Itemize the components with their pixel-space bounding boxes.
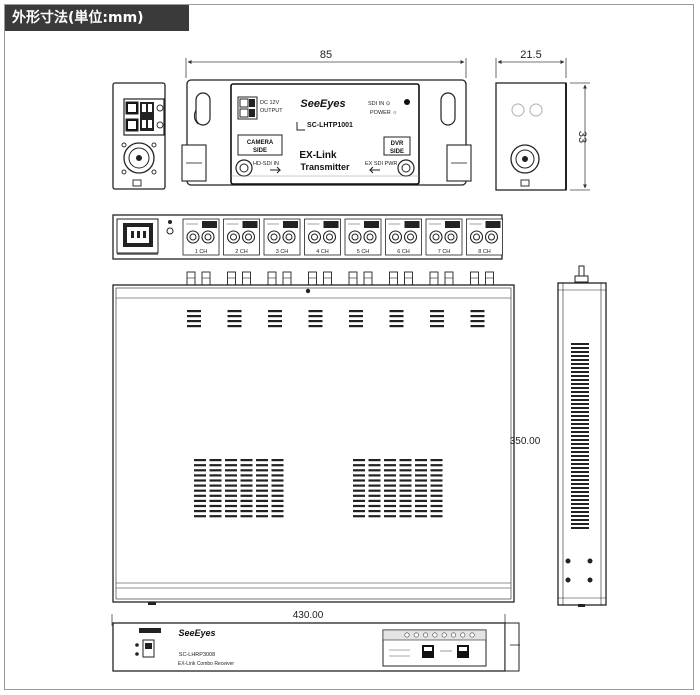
rear-channel-label: 4 CH: [316, 249, 329, 255]
front-led-icon: [441, 632, 447, 638]
tx-top-view: 85 DC 12V OUTPUT SeeEyes SC-LHTP1001 SDI…: [181, 49, 472, 186]
svg-text:CAMERA: CAMERA: [247, 140, 274, 146]
top-bnc-icon: [201, 271, 211, 286]
top-bnc-icon: [389, 271, 398, 286]
top-bnc-icon: [186, 271, 196, 286]
front-led-group: [404, 632, 475, 638]
rear-channel-label: 6 CH: [397, 249, 410, 255]
dc-label: DC 12V: [260, 100, 280, 106]
bnc-in-icon: [235, 159, 253, 177]
rear-bnc-icon: [363, 230, 377, 244]
top-vent-grid: [194, 459, 443, 518]
rear-bnc-icon: [186, 230, 200, 244]
rear-channel-label: 7 CH: [438, 249, 451, 255]
top-bnc-icon: [323, 271, 332, 286]
bnc-out-icon: [397, 159, 415, 177]
top-bnc-icon: [242, 271, 251, 286]
top-bnc-icon: [227, 271, 236, 286]
rear-channel-5: 5 CH: [344, 218, 382, 256]
rear-channel-label: 5 CH: [357, 249, 370, 255]
rack-side-view: [557, 265, 607, 607]
tx-end-view: [112, 82, 166, 190]
dim-tx-depth: 21.5: [520, 49, 541, 61]
side-vent-rows: [571, 343, 589, 529]
ground-screw-icon: [166, 227, 174, 235]
rear-channel-1: 1 CH: [182, 218, 220, 256]
front-led-icon: [413, 632, 419, 638]
front-led-icon: [469, 632, 475, 638]
rear-bnc-icon: [484, 230, 499, 244]
rear-bnc-icon: [201, 230, 215, 244]
front-port-a-icon: [422, 645, 434, 658]
top-bnc-icon: [308, 271, 317, 286]
output-label: OUTPUT: [260, 108, 283, 114]
top-bnc-icon: [404, 271, 413, 286]
front-port-b-icon: [457, 645, 469, 658]
top-bnc-icon: [282, 271, 292, 286]
svg-text:SIDE: SIDE: [253, 148, 267, 154]
rear-channel-label: 2 CH: [235, 249, 248, 255]
top-bnc-icon: [470, 271, 479, 286]
tx-name-line1: EX-Link: [299, 150, 337, 161]
svg-text:SIDE: SIDE: [390, 149, 404, 155]
front-subtitle: EX-Link Combo Receiver: [178, 661, 234, 667]
dim-tx-height: 33: [576, 131, 588, 143]
rear-bnc-icon: [226, 230, 241, 244]
top-bnc-icon: [267, 271, 277, 286]
rear-bnc-icon: [388, 230, 403, 244]
rear-channel-label: 8 CH: [478, 249, 491, 255]
rear-channel-3: 3 CH: [263, 218, 301, 256]
front-model: SC-LHRP3008: [179, 652, 215, 658]
rear-channel-label: 1 CH: [195, 249, 208, 255]
rear-bnc-icon: [403, 230, 418, 244]
dim-rack-depth: 350.00: [510, 436, 541, 447]
front-led-icon: [450, 632, 456, 638]
rear-bnc-icon: [444, 230, 458, 244]
rear-bnc-icon: [429, 230, 443, 244]
dim-rack-width: 430.00: [293, 610, 324, 621]
rear-bnc-icon: [267, 230, 281, 244]
tx-model: SC-LHTP1001: [307, 122, 353, 129]
rear-bnc-icon: [307, 230, 322, 244]
rear-channel-6: 6 CH: [385, 218, 422, 256]
tx-brand: SeeEyes: [300, 98, 345, 110]
front-led-icon: [460, 632, 466, 638]
rear-channel-label: 3 CH: [276, 249, 289, 255]
ex-sdi-pwr-label: EX SDI PWR: [365, 161, 397, 167]
dim-tx-width: 85: [320, 49, 332, 61]
top-bnc-icon: [348, 271, 358, 286]
top-bnc-icon: [363, 271, 373, 286]
tx-side-view: 21.5 33: [495, 49, 590, 191]
rear-channel-8: 8 CH: [466, 218, 503, 256]
rear-bnc-icon: [348, 230, 362, 244]
power-label: POWER ☼: [370, 110, 397, 116]
rear-bnc-icon: [469, 230, 484, 244]
rear-bnc-icon: [282, 230, 296, 244]
top-bnc-icon: [429, 271, 439, 286]
title-bar: 外形寸法(単位:mm): [5, 5, 189, 31]
hd-sdi-in-label: HD-SDI IN: [253, 161, 279, 167]
sdi-in-label: SDI IN ⊙: [368, 101, 391, 107]
top-vent-rows: [187, 310, 485, 328]
tx-name-line2: Transmitter: [300, 162, 350, 172]
front-led-icon: [432, 632, 438, 638]
front-led-icon: [404, 632, 410, 638]
rear-channel-2: 2 CH: [223, 218, 260, 256]
led-indicator-icon: [404, 99, 410, 105]
front-led-icon: [423, 632, 429, 638]
top-bnc-icon: [485, 271, 494, 286]
rear-channel-7: 7 CH: [425, 218, 463, 256]
rear-channel-4: 4 CH: [304, 218, 341, 256]
rack-top-view: 350.00: [112, 271, 541, 605]
rear-channel-group: 1 CH 2 CH 3 CH 4 CH 5 CH 6 CH 7 CH 8 CH: [182, 218, 503, 256]
rack-front-view: 430.00 SeeEyes SC-LHRP3008 EX-Link Combo…: [111, 610, 520, 672]
svg-text:DVR: DVR: [391, 141, 404, 147]
rear-bnc-icon: [241, 230, 256, 244]
top-bnc-group: [186, 271, 494, 286]
top-bnc-icon: [444, 271, 454, 286]
front-brand: SeeEyes: [178, 628, 215, 638]
rear-bnc-icon: [322, 230, 337, 244]
